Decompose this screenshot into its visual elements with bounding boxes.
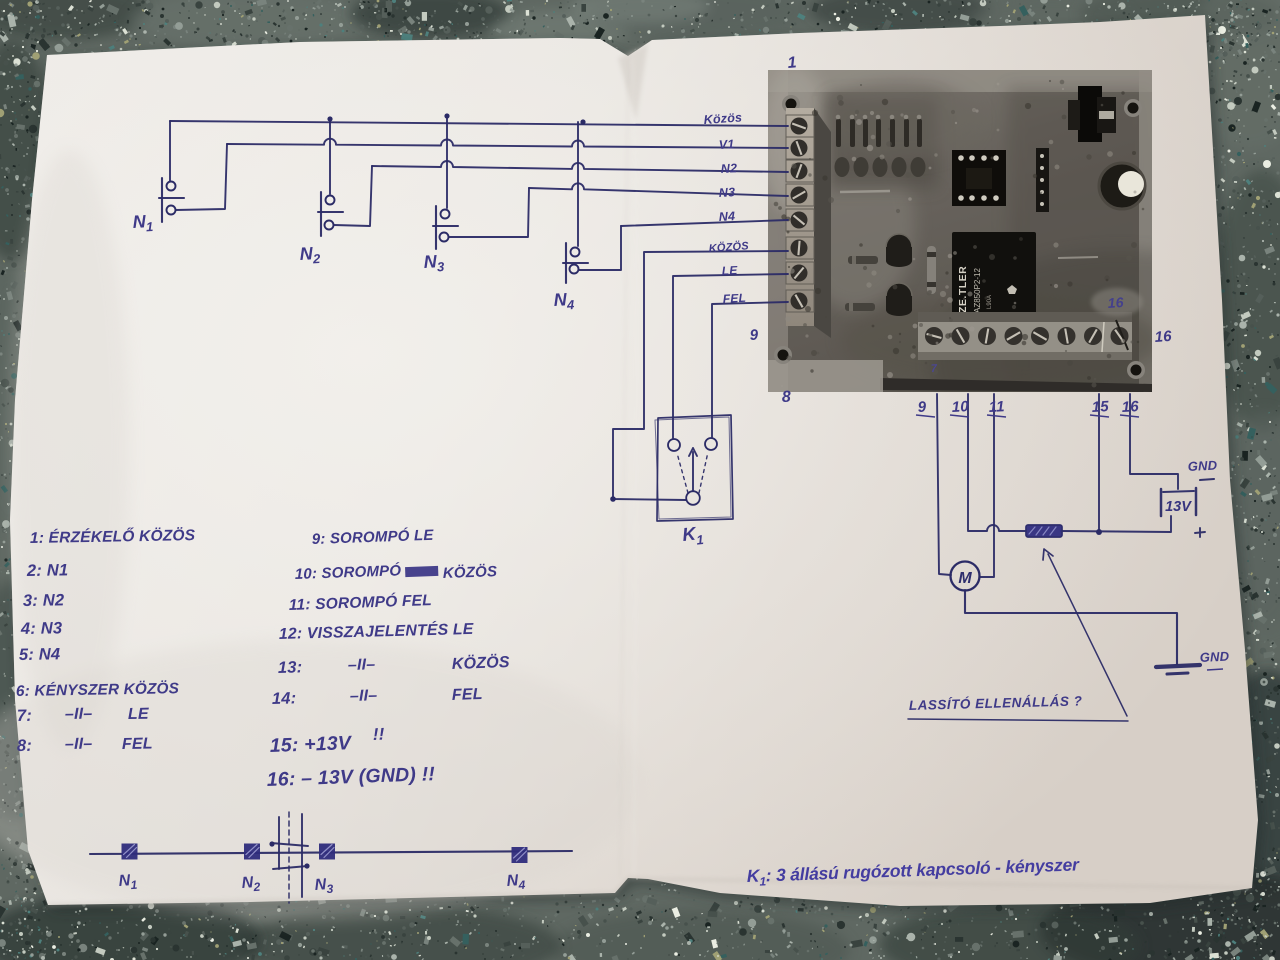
svg-text:KÖZÖS: KÖZÖS: [443, 563, 498, 582]
svg-text:N4: N4: [506, 872, 526, 893]
svg-text:15: +13V: 15: +13V: [269, 732, 353, 757]
svg-text:1: 1: [787, 54, 798, 72]
svg-text:AZ850P2-12: AZ850P2-12: [973, 268, 982, 313]
svg-text:N4: N4: [718, 209, 735, 224]
svg-text:3: N2: 3: N2: [23, 591, 65, 610]
svg-text:LASSÍTÓ ELLENÁLLÁS ?: LASSÍTÓ ELLENÁLLÁS ?: [909, 693, 1083, 713]
svg-text:16: 16: [1107, 294, 1124, 311]
svg-text:9: 9: [749, 327, 759, 344]
svg-text:Közös: Közös: [703, 110, 742, 127]
svg-text:–II–: –II–: [65, 706, 93, 723]
svg-text:V1: V1: [718, 137, 734, 152]
svg-text:5: N4: 5: N4: [19, 645, 61, 664]
svg-text:14:: 14:: [272, 689, 297, 708]
svg-text:FEL: FEL: [452, 686, 483, 704]
svg-text:LE: LE: [721, 263, 738, 278]
svg-text:KÖZÖS: KÖZÖS: [451, 652, 510, 673]
svg-text:N3: N3: [314, 876, 334, 897]
svg-text:–II–: –II–: [348, 656, 376, 674]
svg-text:M: M: [958, 570, 972, 587]
svg-text:10: SOROMPÓ: 10: SOROMPÓ: [295, 561, 402, 583]
svg-text:N2: N2: [241, 874, 261, 895]
svg-text:6: KÉNYSZER KÖZÖS: 6: KÉNYSZER KÖZÖS: [16, 680, 180, 700]
svg-text:ZE.TLER: ZE.TLER: [957, 266, 969, 313]
svg-text:8: 8: [782, 389, 792, 406]
svg-text:11: 11: [988, 398, 1005, 416]
svg-text:9: SOROMPÓ LE: 9: SOROMPÓ LE: [312, 526, 435, 548]
svg-text:LE: LE: [128, 706, 150, 723]
svg-text:4: N3: 4: N3: [20, 619, 63, 638]
svg-text:N1: N1: [118, 872, 138, 893]
svg-text:16: 16: [1154, 328, 1173, 346]
svg-text:GND: GND: [1187, 457, 1218, 474]
svg-text:FEL: FEL: [722, 291, 746, 306]
svg-text:GND: GND: [1199, 648, 1230, 665]
svg-text:–II–: –II–: [65, 736, 93, 753]
svg-text:–II–: –II–: [350, 687, 378, 705]
svg-text:9: 9: [917, 399, 927, 416]
svg-text:10: 10: [951, 398, 969, 416]
svg-text:13V: 13V: [1165, 499, 1192, 515]
svg-text:2: N1: 2: N1: [26, 561, 69, 580]
svg-text:15: 15: [1091, 398, 1109, 416]
svg-text:13:: 13:: [278, 658, 303, 677]
svg-text:7:: 7:: [17, 707, 32, 725]
svg-text:16: 16: [1121, 398, 1139, 416]
svg-text:1: ÉRZÉKELŐ KÖZÖS: 1: ÉRZÉKELŐ KÖZÖS: [30, 526, 196, 547]
svg-text:N2: N2: [720, 161, 737, 176]
svg-text:N3: N3: [718, 185, 735, 200]
svg-text:11: SOROMPÓ FEL: 11: SOROMPÓ FEL: [289, 591, 433, 614]
svg-text:8:: 8:: [17, 737, 32, 755]
svg-text:FEL: FEL: [122, 735, 153, 753]
svg-text:7: 7: [931, 363, 939, 375]
svg-text:L90A: L90A: [987, 295, 993, 309]
svg-text:KÖZÖS: KÖZÖS: [708, 239, 749, 255]
svg-text:!!: !!: [372, 725, 385, 744]
